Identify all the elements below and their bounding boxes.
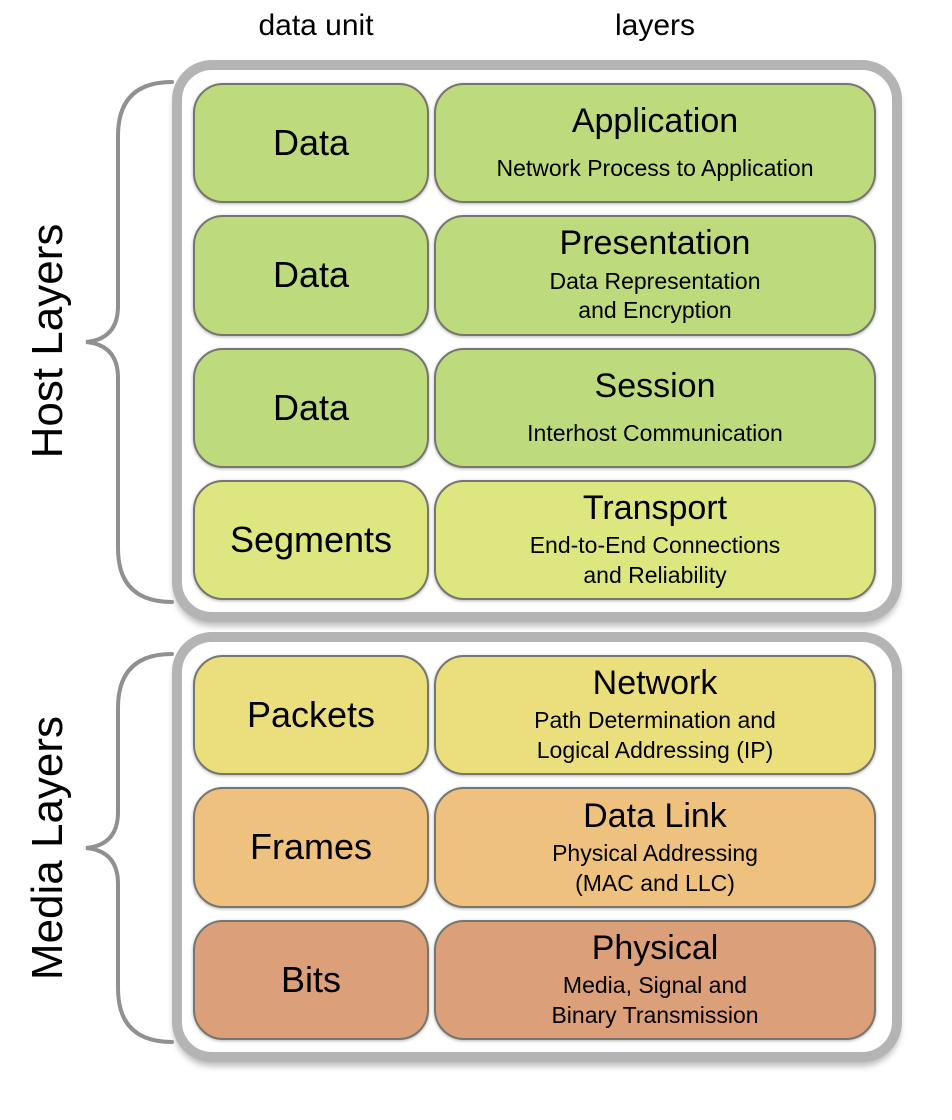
layer-title: Network: [592, 664, 718, 703]
osi-row: Frames Data Link Physical Addressing (MAC…: [193, 787, 876, 908]
layer-description-line: Binary Transmission: [551, 1001, 759, 1028]
data-unit-label: Bits: [280, 958, 341, 1000]
layer-box: Session Interhost Communication: [434, 347, 876, 468]
layer-title: Transport: [582, 488, 728, 527]
layer-box: Presentation Data Representation and Encr…: [434, 215, 876, 336]
data-unit-box: Data: [193, 215, 429, 336]
data-unit-box: Bits: [193, 919, 429, 1040]
data-unit-label: Packets: [246, 694, 376, 736]
group-label-host-layers: Host Layers: [23, 223, 72, 459]
layer-box: Data Link Physical Addressing (MAC and LL…: [434, 787, 876, 908]
layer-description-line: Logical Addressing (IP): [536, 737, 774, 764]
column-header-layers: layers: [614, 9, 696, 42]
layer-title: Presentation: [559, 224, 751, 263]
layer-description-line: and Encryption: [578, 297, 732, 324]
osi-row: Data Session Interhost Communication: [193, 347, 876, 468]
data-unit-box: Data: [193, 347, 429, 468]
layer-description-line: (MAC and LLC): [575, 869, 735, 896]
osi-row: Data Application Network Process to Appl…: [193, 83, 876, 204]
layer-description-line: End-to-End Connections: [529, 532, 781, 559]
host-layers-brace-icon: [82, 79, 174, 605]
layer-title: Data Link: [583, 796, 727, 835]
group-label-media-layers: Media Layers: [23, 715, 72, 981]
data-unit-label: Data: [272, 386, 350, 428]
media-layers-brace-icon: [82, 651, 174, 1045]
layer-description-line: Physical Addressing: [552, 839, 758, 866]
data-unit-box: Data: [193, 83, 429, 204]
data-unit-label: Frames: [249, 826, 372, 868]
layer-description: Data Representation and Encryption: [550, 267, 761, 327]
data-unit-label: Segments: [229, 518, 393, 560]
layer-description-line: Path Determination and: [534, 707, 776, 734]
layer-title: Session: [594, 366, 716, 405]
data-unit-box: Segments: [193, 479, 429, 600]
host-layers-group: Data Application Network Process to Appl…: [172, 60, 902, 622]
layer-description: Interhost Communication: [527, 419, 783, 449]
layer-box: Application Network Process to Applicati…: [434, 83, 876, 204]
osi-row: Segments Transport End-to-End Connection…: [193, 479, 876, 600]
data-unit-label: Data: [272, 122, 350, 164]
layer-description: Physical Addressing (MAC and LLC): [552, 839, 758, 899]
column-header-data-unit: data unit: [258, 9, 374, 42]
layer-description-line: Data Representation: [549, 267, 761, 294]
osi-row: Data Presentation Data Representation and…: [193, 215, 876, 336]
layer-description-line: Network Process to Application: [496, 155, 814, 182]
layer-description-line: Interhost Communication: [527, 419, 783, 446]
data-unit-box: Frames: [193, 787, 429, 908]
layer-title: Physical: [591, 928, 719, 967]
layer-description-line: Media, Signal and: [562, 971, 748, 998]
layer-description-line: and Reliability: [583, 561, 727, 588]
layer-title: Application: [571, 102, 739, 141]
data-unit-label: Data: [272, 254, 350, 296]
layer-description: Network Process to Application: [496, 154, 813, 184]
data-unit-box: Packets: [193, 655, 429, 776]
